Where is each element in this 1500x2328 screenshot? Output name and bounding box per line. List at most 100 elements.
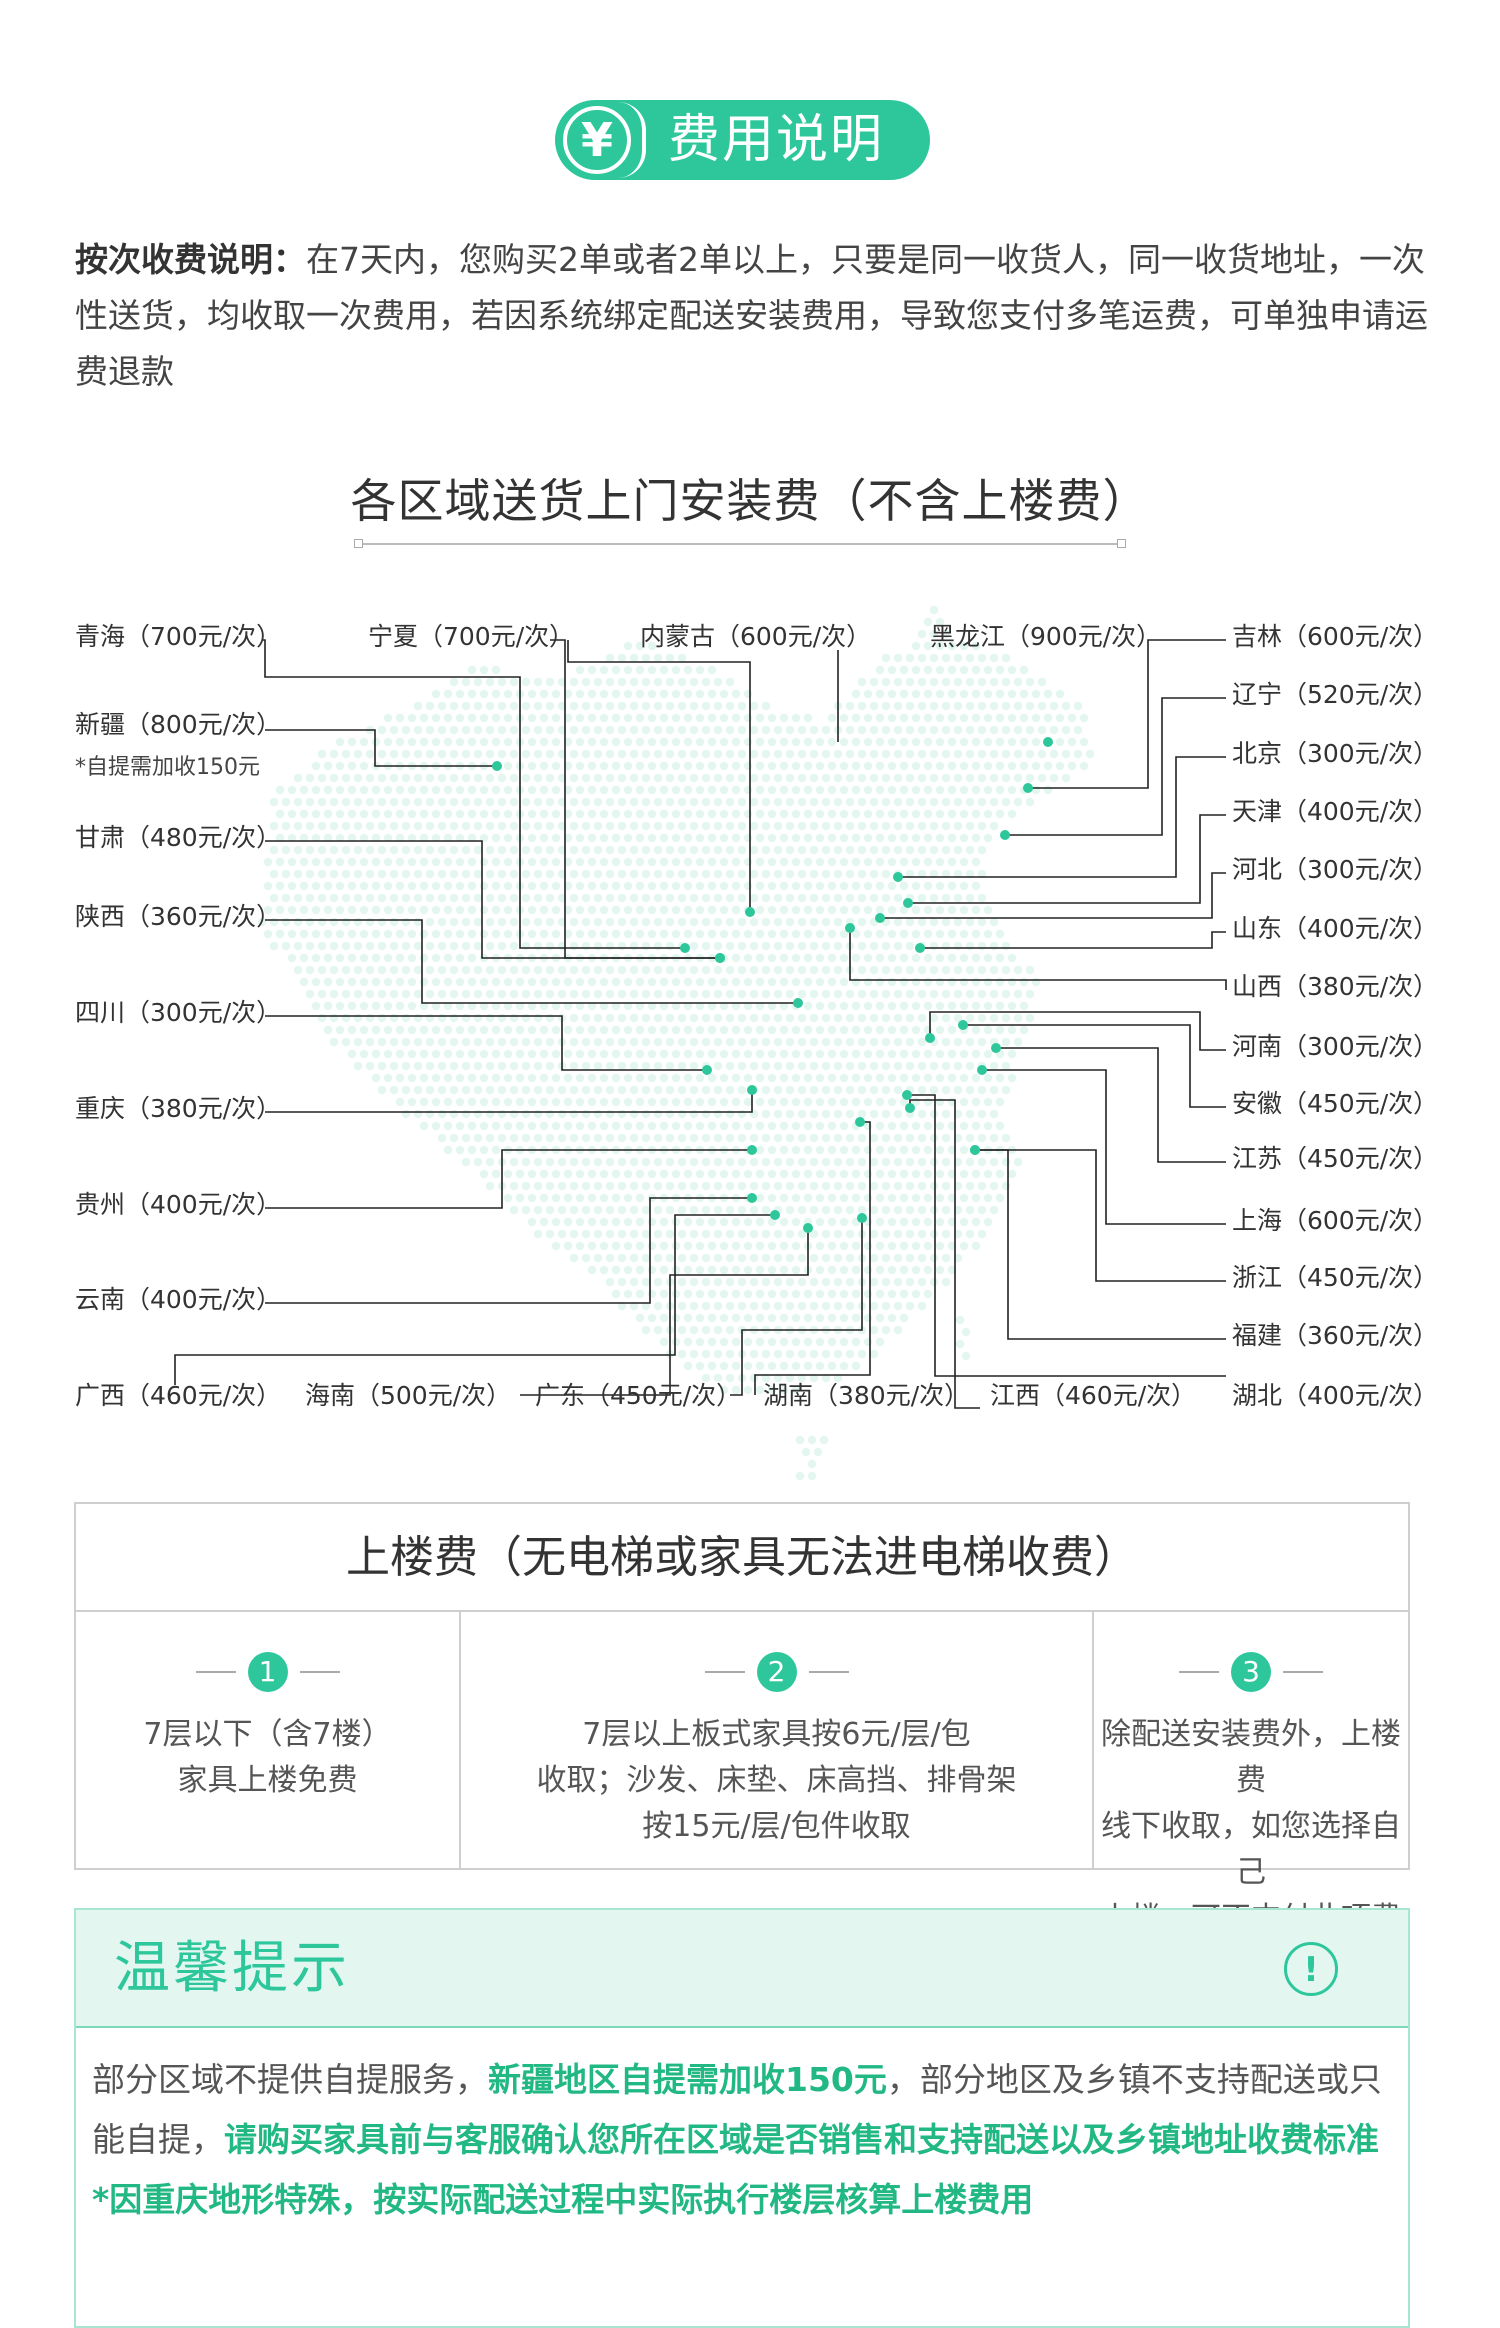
leader-line-shanxi — [849, 928, 1227, 990]
map-pin-henan — [925, 1033, 935, 1043]
billing-label: 按次收费说明： — [75, 240, 306, 279]
region-label-hainan: 海南（500元/次） — [305, 1381, 511, 1410]
region-label-heilongjiang: 黑龙江（900元/次） — [930, 622, 1161, 651]
leader-line-jilin — [1028, 639, 1226, 789]
region-label-guangxi: 广西（460元/次） — [75, 1381, 281, 1410]
region-labels: 青海（700元/次） 宁夏（700元/次） 内蒙古（600元/次） 黑龙江（900元/… — [75, 622, 1438, 1410]
region-label-zhejiang: 浙江（450元/次） — [1232, 1263, 1438, 1292]
leader-line-jiangxi — [909, 1099, 980, 1409]
tips-panel: 温馨提示 ! 部分区域不提供自提服务，新疆地区自提需加收150元，部分地区及乡镇… — [74, 1908, 1410, 2328]
region-label-ningxia: 宁夏（700元/次） — [368, 622, 574, 651]
map-pin-jiangsu — [991, 1043, 1001, 1053]
map-pin-yunnan — [747, 1193, 757, 1203]
leader-line-liaoning — [1005, 697, 1226, 836]
region-label-jiangxi: 江西（460元/次） — [990, 1381, 1196, 1410]
map-pin-heilongjiang — [1043, 737, 1053, 747]
leader-line-hebei — [880, 872, 1226, 919]
map-pin-jilin — [1023, 783, 1033, 793]
region-label-neimenggu: 内蒙古（600元/次） — [640, 622, 871, 651]
map-pin-guangdong — [857, 1213, 867, 1223]
tips-highlight-confirm: 请购买家具前与客服确认您所在区域是否销售和支持配送以及乡镇地址收费标准 — [224, 2120, 1379, 2159]
leader-line-gansu — [265, 840, 720, 959]
region-label-guangdong: 广东（450元/次） — [535, 1381, 741, 1410]
floor-fee-text-2: 7层以上板式家具按6元/层/包 收取；沙发、床垫、床高挡、排骨架 按15元/层/… — [536, 1717, 1017, 1844]
leader-line-guizhou — [265, 1149, 752, 1209]
leader-line-tianjin — [908, 814, 1226, 904]
step-3-badge: 3 — [1179, 1652, 1323, 1692]
yen-icon-arc — [618, 102, 646, 178]
leader-line-sichuan — [265, 1015, 707, 1071]
map-pin-chongqing — [747, 1085, 757, 1095]
map-pin-qinghai — [680, 943, 690, 953]
leader-line-henan — [929, 1011, 1226, 1051]
step-2-badge: 2 — [704, 1652, 849, 1692]
map-pin-jiangxi — [905, 1103, 915, 1113]
region-label-chongqing: 重庆（380元/次） — [75, 1094, 281, 1123]
map-pin-shandong — [915, 943, 925, 953]
map-pin-xinjiang — [492, 761, 502, 771]
region-label-hubei: 湖北（400元/次） — [1232, 1381, 1438, 1410]
leader-line-hunan — [754, 1121, 871, 1395]
region-label-henan: 河南（300元/次） — [1232, 1032, 1438, 1061]
region-label-shanghai: 上海（600元/次） — [1232, 1206, 1438, 1235]
map-pin-beijing — [893, 872, 903, 882]
floor-fee-title: 上楼费（无电梯或家具无法进电梯收费） — [76, 1504, 1408, 1612]
leader-line-fujian — [975, 1149, 1226, 1340]
region-label-hunan: 湖南（380元/次） — [763, 1381, 969, 1410]
map-pin-shaanxi — [793, 998, 803, 1008]
leader-line-hubei — [907, 1094, 1226, 1377]
map-pin-hebei — [875, 913, 885, 923]
china-map-dots — [257, 605, 1095, 1481]
tips-text: 部分区域不提供自提服务，新疆地区自提需加收150元，部分地区及乡镇不支持配送或只… — [92, 2050, 1392, 2230]
region-label-anhui: 安徽（450元/次） — [1232, 1089, 1438, 1118]
region-label-jiangsu: 江苏（450元/次） — [1232, 1144, 1438, 1173]
region-label-shaanxi: 陕西（360元/次） — [75, 902, 281, 931]
map-pin-shanghai — [977, 1065, 987, 1075]
china-fee-map: 青海（700元/次） 宁夏（700元/次） 内蒙古（600元/次） 黑龙江（900元/… — [75, 605, 1438, 1481]
leader-line-chongqing — [265, 1090, 753, 1113]
leader-line-neimenggu — [567, 640, 751, 912]
region-label-yunnan: 云南（400元/次） — [75, 1285, 281, 1314]
region-label-xinjiang: 新疆（800元/次） — [75, 710, 281, 739]
tips-text-2: ，部分地区及乡镇不支持配送或只能自提， — [92, 2060, 1382, 2159]
leader-line-hainan — [520, 1228, 809, 1396]
tips-highlight-xinjiang: 新疆地区自提需加收150元 — [488, 2060, 887, 2099]
region-label-guizhou: 贵州（400元/次） — [75, 1190, 281, 1219]
region-label-qinghai: 青海（700元/次） — [75, 622, 281, 651]
map-title: 各区域送货上门安装费（不含上楼费） — [350, 474, 1150, 528]
region-label-jilin: 吉林（600元/次） — [1232, 622, 1438, 651]
region-label-liaoning: 辽宁（520元/次） — [1232, 680, 1438, 709]
region-label-fujian: 福建（360元/次） — [1232, 1321, 1438, 1350]
leader-line-beijing — [898, 756, 1226, 878]
xinjiang-note: *自提需加收150元 — [75, 755, 260, 780]
map-pins — [492, 737, 1053, 1233]
region-label-tianjin: 天津（400元/次） — [1232, 797, 1438, 826]
tips-title: 温馨提示 — [114, 1936, 350, 2001]
leader-line-shaanxi — [265, 919, 798, 1004]
map-pin-hunan — [855, 1117, 865, 1127]
leader-line-qinghai — [262, 639, 685, 949]
title-divider — [354, 539, 1126, 548]
leader-line-guangxi — [174, 1214, 775, 1385]
map-pin-liaoning — [1000, 830, 1010, 840]
map-pin-guizhou — [747, 1145, 757, 1155]
map-pin-fujian — [970, 1145, 980, 1155]
leader-line-shanghai — [982, 1069, 1226, 1225]
region-label-shanxi: 山西（380元/次） — [1232, 972, 1438, 1001]
page-title: 费用说明 — [668, 110, 885, 170]
tips-chongqing-note: *因重庆地形特殊，按实际配送过程中实际执行楼层核算上楼费用 — [92, 2180, 1034, 2219]
region-label-sichuan: 四川（300元/次） — [75, 998, 281, 1027]
map-pin-tianjin — [903, 898, 913, 908]
leader-line-anhui — [963, 1024, 1226, 1108]
step-1-badge: 1 — [195, 1652, 340, 1692]
floor-fee-col-1: 1 7层以下（含7楼） 家具上楼免费 — [76, 1612, 461, 1868]
floor-fee-text-1: 7层以下（含7楼） 家具上楼免费 — [143, 1717, 392, 1798]
region-label-beijing: 北京（300元/次） — [1232, 739, 1438, 768]
exclamation-icon: ! — [1284, 1942, 1338, 1996]
billing-explanation: 按次收费说明：在7天内，您购买2单或者2单以上，只要是同一收货人，同一收货地址，… — [75, 232, 1430, 400]
leader-line-yunnan — [265, 1197, 752, 1304]
map-pin-guangxi — [770, 1210, 780, 1220]
map-pin-gansu — [715, 953, 725, 963]
map-pin-hubei — [902, 1090, 912, 1100]
floor-fee-col-2: 2 7层以上板式家具按6元/层/包 收取；沙发、床垫、床高挡、排骨架 按15元/… — [461, 1612, 1094, 1868]
